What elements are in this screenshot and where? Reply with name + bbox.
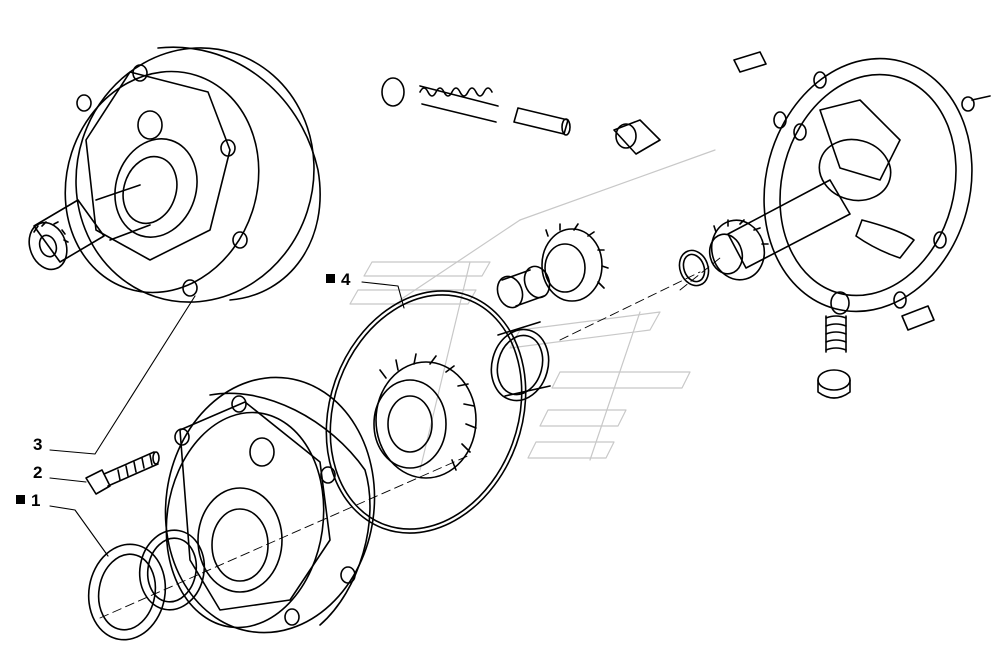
- o-ring-4: [325, 290, 527, 534]
- pump-cover-right: [708, 57, 973, 313]
- callout-2: 2: [33, 463, 43, 482]
- snap-ring: [678, 249, 710, 287]
- dowel-pin-top-right: [733, 51, 767, 73]
- bearing-sleeve: [490, 321, 551, 402]
- valve-plug-right: [817, 369, 851, 399]
- seal-ring-inner: [138, 529, 206, 611]
- pump-housing-upper-left: [28, 46, 321, 303]
- seal-ring-1: [87, 543, 167, 641]
- pump-cover-shaft: [727, 179, 851, 269]
- callout-1: 1: [16, 492, 40, 509]
- valve-ball-top: [381, 77, 405, 107]
- marker-square: [326, 274, 335, 283]
- marker-square: [16, 495, 25, 504]
- leader-1: [49, 505, 109, 557]
- leader-lines: [49, 281, 405, 557]
- valve-spring-top: [419, 85, 499, 123]
- needle-bearing: [496, 265, 551, 309]
- valve-spring-right: [825, 315, 847, 353]
- callout-3: 3: [33, 435, 43, 454]
- leader-3: [49, 295, 196, 455]
- screw-small-right: [961, 95, 991, 112]
- valve-ball-right: [830, 291, 850, 315]
- valve-pin-top: [513, 107, 571, 136]
- dowel-pin-right: [901, 305, 935, 331]
- watermark-logo: [349, 149, 716, 471]
- inner-gear: [541, 223, 609, 302]
- drive-shaft: [33, 199, 105, 263]
- leader-2: [49, 477, 87, 483]
- callout-4: 4: [326, 271, 350, 288]
- bolt-2: [85, 451, 160, 495]
- leader-4: [361, 281, 405, 309]
- pump-housing-lower-left: [164, 376, 376, 634]
- valve-plug-top: [613, 119, 661, 155]
- alignment-axes: [99, 257, 721, 619]
- outer-gear: [373, 353, 477, 479]
